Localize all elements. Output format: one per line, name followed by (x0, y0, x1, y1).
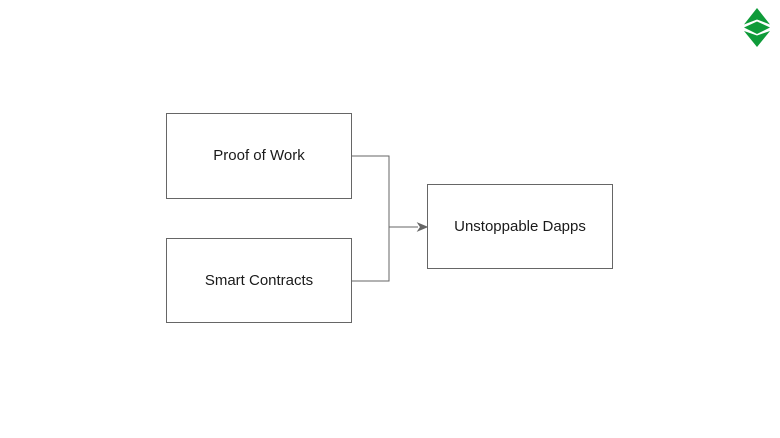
ethereum-classic-icon (744, 8, 770, 47)
ethereum-classic-diamond-shape (744, 21, 770, 34)
arrowhead-icon (416, 222, 429, 232)
node-proof-of-work-label: Proof of Work (213, 147, 305, 164)
node-unstoppable-dapps-label: Unstoppable Dapps (454, 217, 586, 235)
node-smart-contracts-label: Smart Contracts (204, 271, 314, 289)
connector-proof-of-work-to-unstoppable-dapps (352, 155, 390, 227)
connector-smart-contracts-to-unstoppable-dapps (352, 227, 390, 282)
node-proof-of-work: Proof of Work (166, 113, 352, 199)
ethereum-classic-top-shape (744, 8, 770, 25)
node-smart-contracts: Smart Contracts (166, 238, 352, 323)
ethereum-classic-bottom-shape (744, 31, 770, 47)
node-unstoppable-dapps: Unstoppable Dapps (427, 184, 613, 269)
